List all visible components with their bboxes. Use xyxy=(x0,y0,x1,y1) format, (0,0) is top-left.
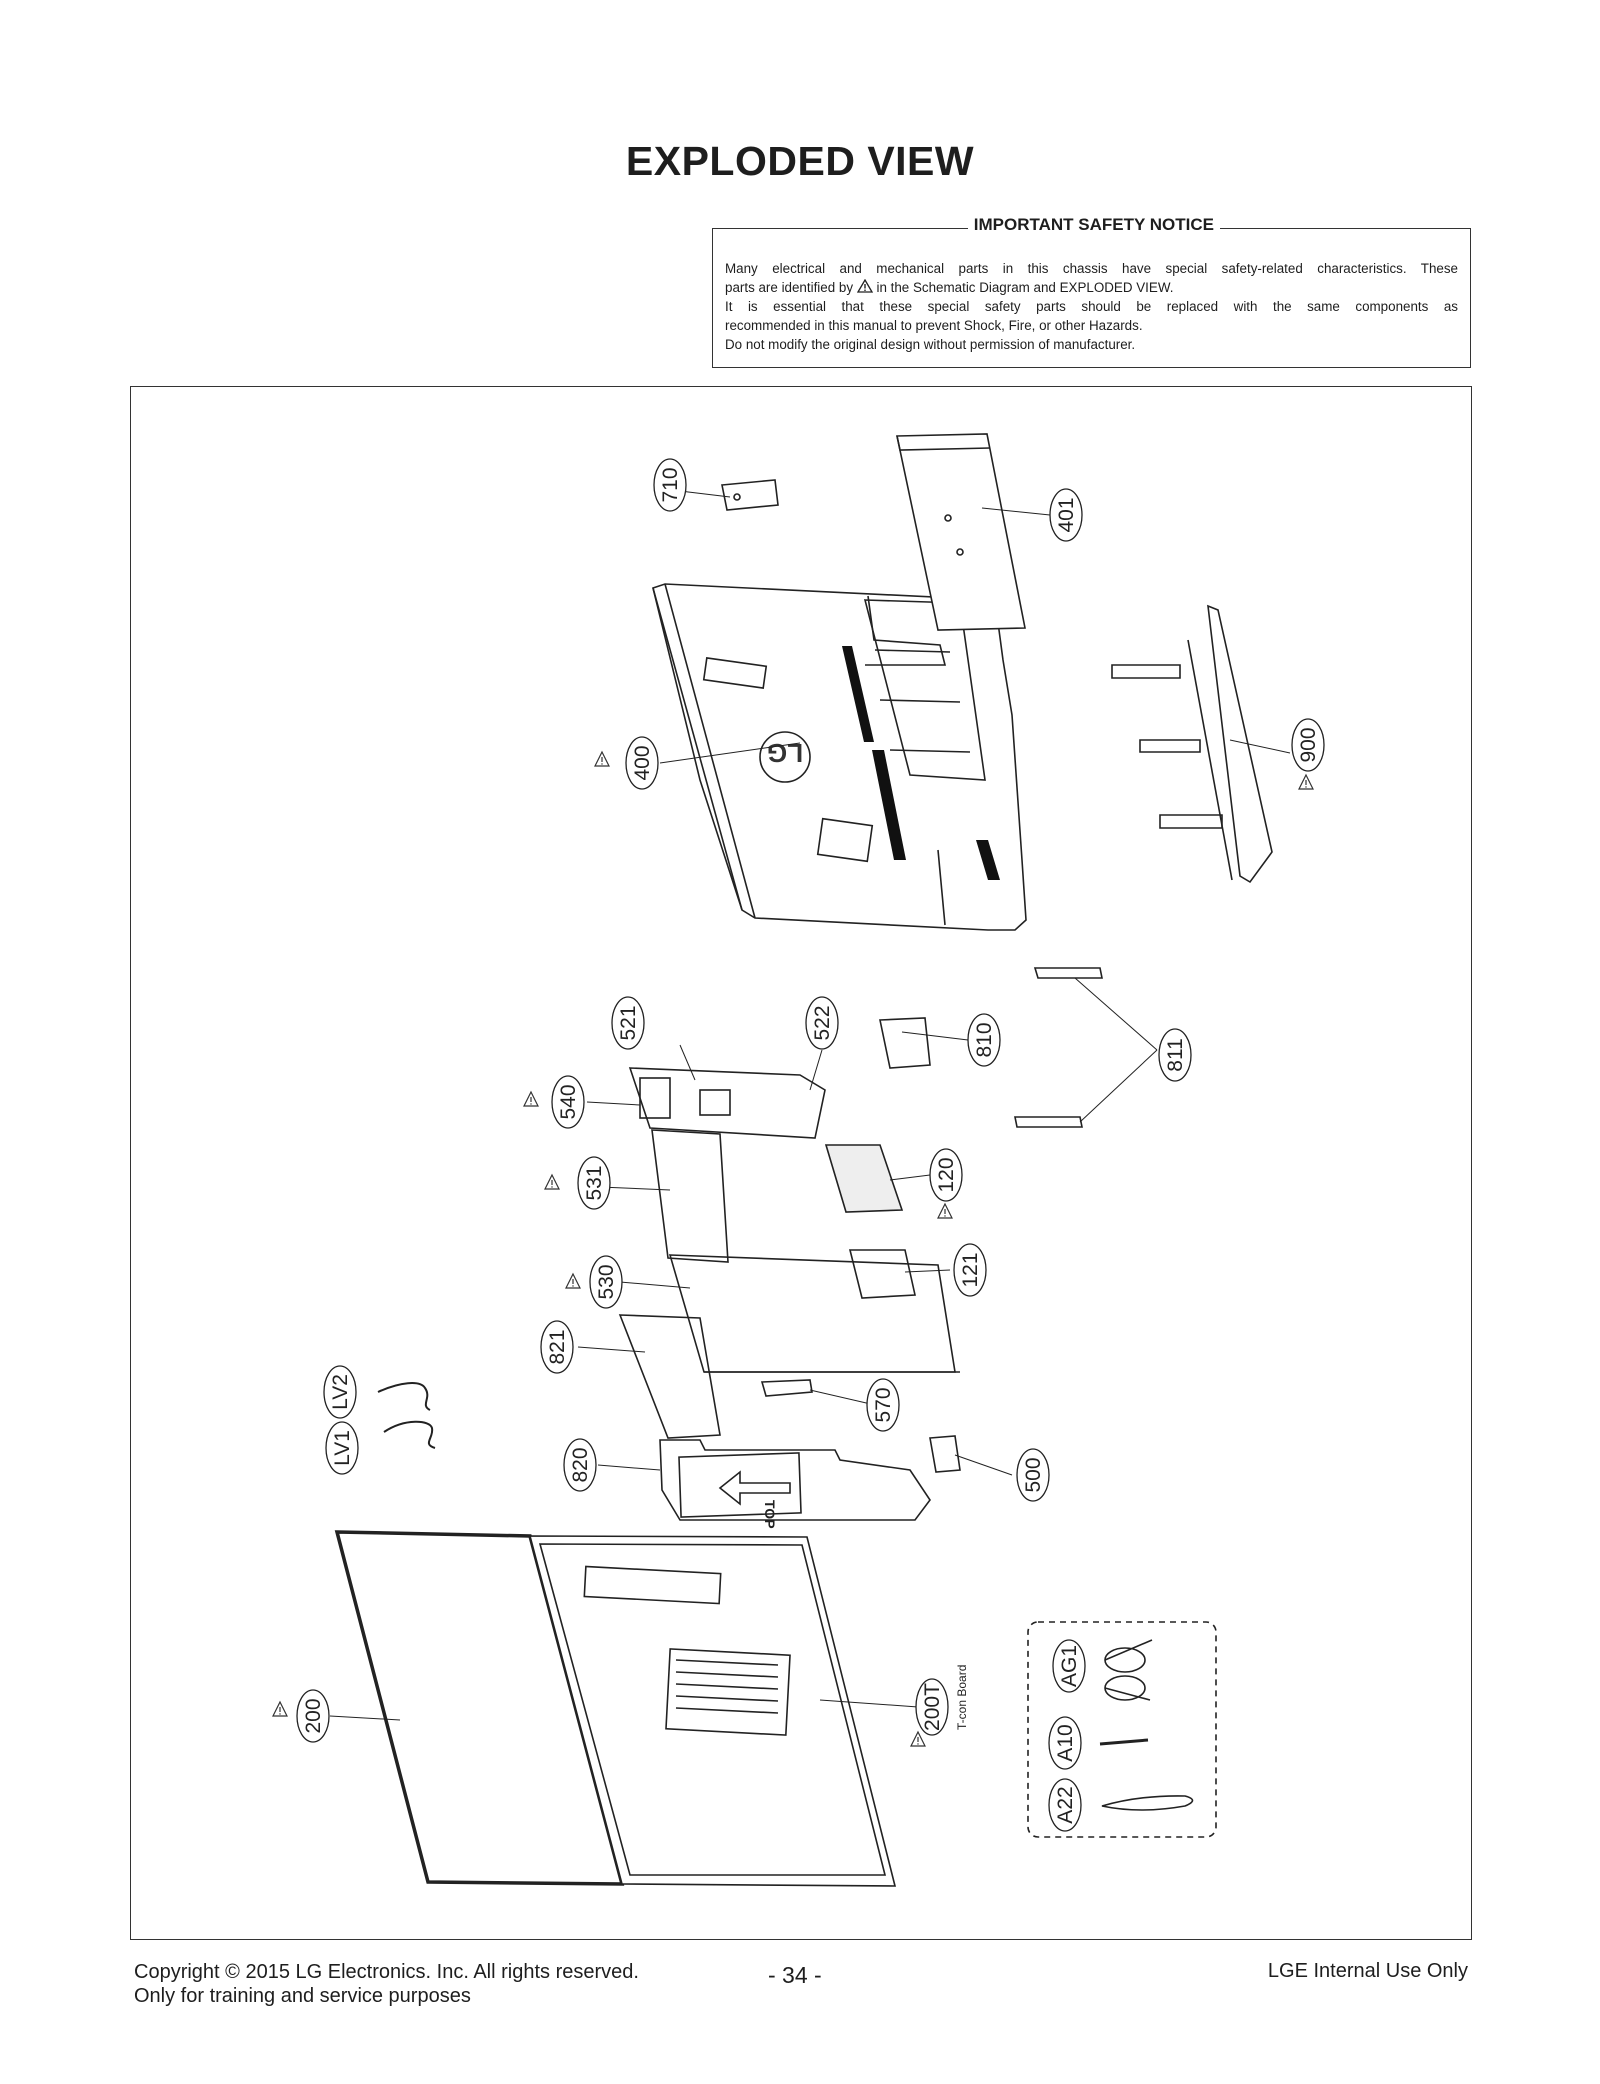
cover-401 xyxy=(896,433,1026,631)
back-cover-400: LG xyxy=(652,583,1027,931)
svg-text:531: 531 xyxy=(583,1165,606,1200)
svg-text:811: 811 xyxy=(1164,1038,1187,1071)
accessories-box xyxy=(1027,1621,1217,1838)
ag1-glasses xyxy=(1104,1639,1153,1701)
svg-text:LV2: LV2 xyxy=(329,1374,352,1410)
callout-710: 710 xyxy=(653,458,687,512)
svg-text:710: 710 xyxy=(659,467,682,502)
part-callouts: 710 401 400 900 521 522 810 811 540 531 … xyxy=(296,458,1325,1832)
notice-line-3: It is essential that these special safet… xyxy=(725,299,1458,314)
svg-text:570: 570 xyxy=(872,1387,895,1422)
callout-A10: A10 xyxy=(1048,1716,1082,1770)
svg-text:900: 900 xyxy=(1297,727,1320,762)
part-710-clip xyxy=(721,479,779,511)
callout-LV1: LV1 xyxy=(325,1421,359,1475)
stand-900 xyxy=(1111,604,1273,884)
callout-811: 811 xyxy=(1158,1028,1192,1082)
callout-AG1: AG1 xyxy=(1052,1639,1086,1693)
callout-121: 121 xyxy=(953,1243,987,1297)
part-820-sheet xyxy=(659,1439,931,1521)
tcon-board-label: T-con Board xyxy=(955,1665,969,1730)
callout-820: 820 xyxy=(563,1438,597,1492)
footer-internal: LGE Internal Use Only xyxy=(1267,1960,1468,1982)
svg-text:A22: A22 xyxy=(1054,1786,1077,1823)
warning-triangle-icon xyxy=(856,279,873,293)
callout-401: 401 xyxy=(1049,488,1083,542)
svg-text:522: 522 xyxy=(811,1005,834,1040)
svg-text:AG1: AG1 xyxy=(1058,1645,1081,1687)
svg-text:820: 820 xyxy=(569,1447,592,1482)
notice-line-1: Many electrical and mechanical parts in … xyxy=(725,261,1458,276)
svg-text:401: 401 xyxy=(1055,497,1078,532)
callout-570: 570 xyxy=(866,1378,900,1432)
svg-text:530: 530 xyxy=(595,1264,618,1299)
callout-810: 810 xyxy=(967,1013,1001,1067)
footer-copyright: Copyright © 2015 LG Electronics. Inc. Al… xyxy=(134,1961,639,2007)
callout-521: 521 xyxy=(611,996,645,1050)
svg-text:400: 400 xyxy=(631,745,654,780)
svg-text:540: 540 xyxy=(557,1084,580,1119)
notice-line-5: Do not modify the original design withou… xyxy=(725,337,1136,352)
callout-531: 531 xyxy=(577,1156,611,1210)
page-number: - 34 - xyxy=(768,1962,822,1988)
callout-821: 821 xyxy=(540,1320,574,1374)
lg-logo-text: LG xyxy=(767,738,803,768)
top-arrow-label: TOP xyxy=(762,1500,778,1529)
svg-text:200: 200 xyxy=(302,1698,325,1733)
svg-text:810: 810 xyxy=(973,1022,996,1057)
callout-400: 400 xyxy=(625,736,659,790)
svg-text:LV1: LV1 xyxy=(331,1430,354,1466)
svg-text:200T: 200T xyxy=(921,1683,944,1731)
notice-line-2: parts are identified by in the Schematic… xyxy=(725,279,1174,295)
main-board xyxy=(628,1067,826,1139)
notice-line-4: recommended in this manual to prevent Sh… xyxy=(725,318,1143,333)
svg-text:500: 500 xyxy=(1022,1457,1045,1492)
callout-500: 500 xyxy=(1016,1448,1050,1502)
svg-text:121: 121 xyxy=(959,1252,982,1287)
page-title: EXPLODED VIEW xyxy=(625,138,975,184)
svg-text:120: 120 xyxy=(935,1157,958,1192)
svg-text:A10: A10 xyxy=(1054,1724,1077,1761)
svg-text:521: 521 xyxy=(617,1005,640,1040)
a22-remote xyxy=(1101,1795,1194,1811)
svg-text:821: 821 xyxy=(546,1329,569,1364)
callout-LV2: LV2 xyxy=(323,1365,357,1419)
panel-200 xyxy=(334,1530,897,1887)
back-cover-vents xyxy=(842,646,1000,880)
callout-200: 200 xyxy=(296,1689,330,1743)
callout-A22: A22 xyxy=(1048,1778,1082,1832)
safety-notice-text: Many electrical and mechanical parts in … xyxy=(725,259,1458,354)
callout-530: 530 xyxy=(589,1255,623,1309)
callout-540: 540 xyxy=(551,1075,585,1129)
callout-120: 120 xyxy=(929,1148,963,1202)
callout-522: 522 xyxy=(805,996,839,1050)
safety-notice-box: IMPORTANT SAFETY NOTICE Many electrical … xyxy=(712,215,1471,368)
callout-900: 900 xyxy=(1291,718,1325,772)
callout-200T: 200T xyxy=(915,1678,949,1736)
diagram-frame xyxy=(130,386,1472,1940)
safety-notice-title: IMPORTANT SAFETY NOTICE xyxy=(967,215,1220,235)
